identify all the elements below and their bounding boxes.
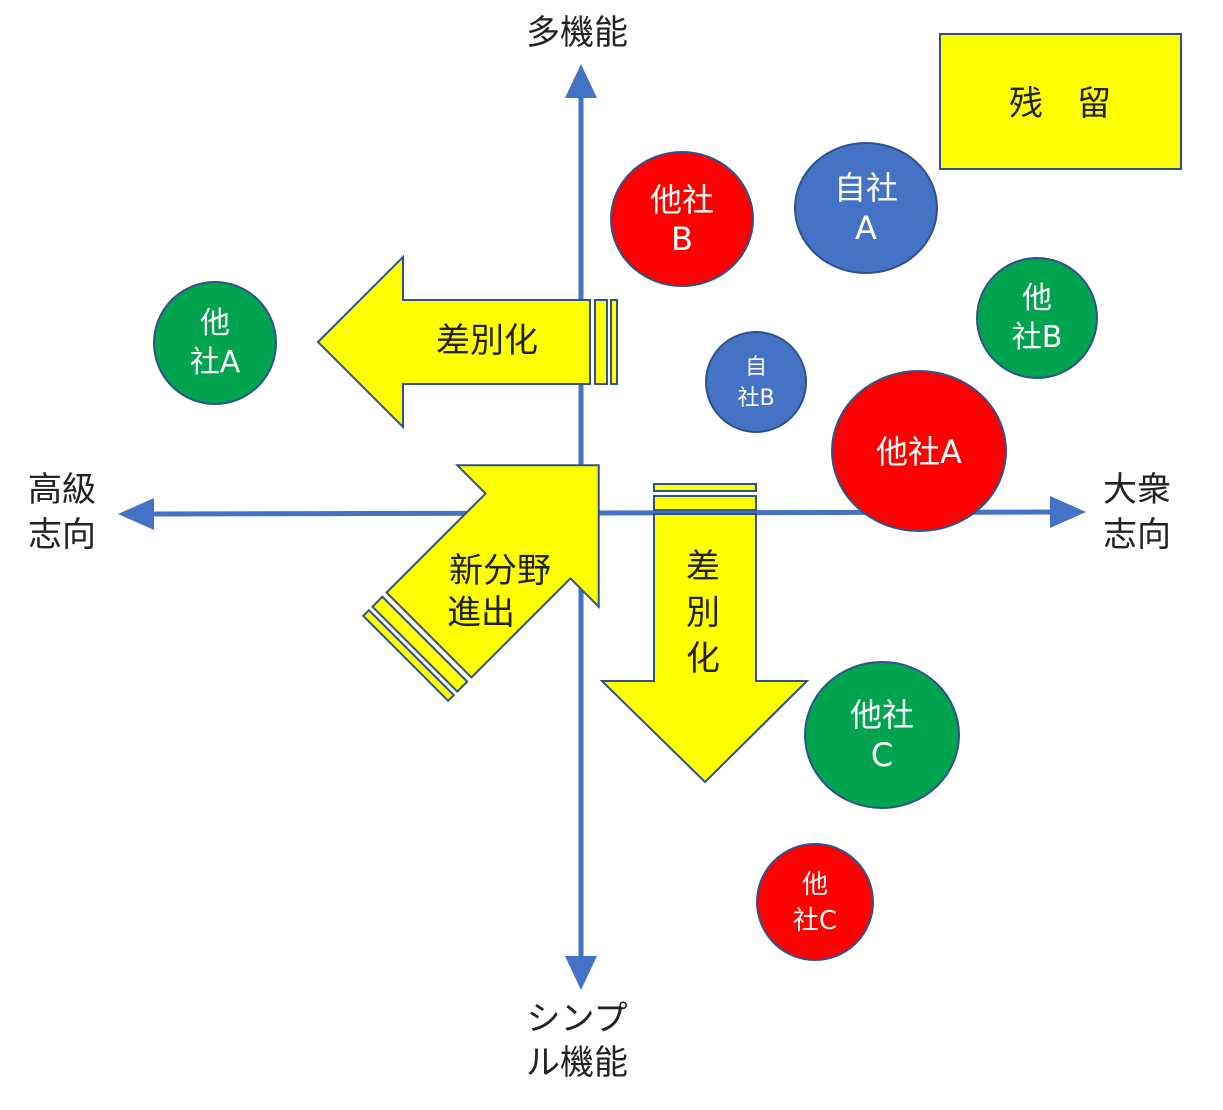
bubble-other-b-red-line-1: 他社 bbox=[650, 181, 714, 219]
status-box: 残 留 bbox=[939, 33, 1182, 170]
bubble-own-a: 自社 A bbox=[794, 142, 938, 274]
axis-label-left-2: 志向 bbox=[28, 515, 96, 555]
axis-label-right-1: 大衆 bbox=[1103, 470, 1171, 510]
bubble-other-a-green-shape bbox=[153, 281, 277, 405]
arrow-new-field-label-1: 新分野 bbox=[449, 551, 551, 591]
bubble-own-b-shape bbox=[705, 331, 807, 433]
bubble-other-c-green-line-2: C bbox=[871, 736, 893, 774]
arrow-differentiate-down-body bbox=[599, 513, 810, 784]
bubble-other-a-green: 他 社A bbox=[153, 281, 277, 405]
bubble-own-b: 自 社B bbox=[705, 331, 807, 433]
bubble-other-c-red-line-1: 他 bbox=[802, 870, 828, 900]
status-box-rect bbox=[939, 33, 1182, 170]
axis-label-left-1: 高級 bbox=[28, 470, 96, 510]
arrow-differentiate-down-label-3: 化 bbox=[686, 639, 720, 679]
arrow-new-field-stripe-2 bbox=[361, 608, 456, 703]
bubble-other-b-red-shape bbox=[610, 151, 754, 287]
bubble-other-a-green-line-1: 他 bbox=[200, 306, 230, 341]
arrow-differentiate-down: 差 別 化 bbox=[599, 483, 810, 784]
bubble-other-a-green-line-2: 社A bbox=[190, 345, 241, 380]
arrow-differentiate-left: 差別化 bbox=[316, 254, 618, 430]
bubble-other-c-green-shape bbox=[804, 661, 960, 809]
bubble-other-b-green-line-1: 他 bbox=[1022, 281, 1052, 316]
bubble-other-c-green: 他社 C bbox=[804, 661, 960, 809]
bubble-own-a-line-2: A bbox=[855, 209, 877, 247]
arrow-differentiate-down-stripe-2 bbox=[653, 495, 757, 511]
bubble-other-c-green-line-1: 他社 bbox=[850, 696, 914, 734]
arrow-new-field-label-2: 進出 bbox=[447, 593, 515, 633]
bubble-own-a-line-1: 自社 bbox=[834, 169, 898, 207]
arrow-differentiate-left-stripe-2 bbox=[610, 299, 618, 385]
arrow-new-field-stripe-1 bbox=[371, 595, 469, 693]
arrowhead-right bbox=[1050, 496, 1086, 528]
bubble-other-c-red-line-2: 社C bbox=[793, 906, 837, 936]
arrow-new-field-body bbox=[385, 464, 600, 679]
bubble-own-b-line-2: 社B bbox=[737, 386, 774, 411]
bubble-other-b-green-line-2: 社B bbox=[1012, 320, 1063, 355]
bubble-other-b-red: 他社 B bbox=[610, 151, 754, 287]
arrow-new-field bbox=[361, 464, 600, 703]
axis-label-bottom-1: シンプ bbox=[527, 999, 628, 1039]
bubble-own-b-line-1: 自 bbox=[745, 355, 767, 380]
bubble-other-a-red: 他社A bbox=[831, 370, 1007, 532]
arrow-differentiate-down-label-1: 差 bbox=[686, 547, 720, 587]
arrow-differentiate-down-stripe-1 bbox=[653, 483, 757, 492]
bubble-other-c-red-shape bbox=[756, 843, 874, 961]
arrowhead-down bbox=[565, 956, 597, 990]
status-box-label: 残 留 bbox=[1009, 84, 1111, 124]
axis-label-top: 多機能 bbox=[526, 13, 628, 53]
axis-label-bottom-2: ル機能 bbox=[526, 1043, 628, 1083]
bubble-other-b-red-line-2: B bbox=[671, 220, 693, 258]
bubble-other-b-green-shape bbox=[976, 257, 1098, 379]
bubble-other-c-red: 他 社C bbox=[756, 843, 874, 961]
arrow-differentiate-left-stripe-1 bbox=[594, 299, 608, 385]
bubble-other-b-green: 他 社B bbox=[976, 257, 1098, 379]
arrow-differentiate-down-label-2: 別 bbox=[686, 593, 720, 633]
arrow-differentiate-left-label: 差別化 bbox=[436, 321, 538, 361]
arrowhead-left bbox=[118, 498, 154, 530]
axis-label-right-2: 志向 bbox=[1103, 515, 1171, 555]
bubble-other-a-red-shape bbox=[831, 370, 1007, 532]
bubble-other-a-red-line-1: 他社A bbox=[876, 433, 962, 471]
arrowhead-up bbox=[565, 64, 597, 98]
arrow-differentiate-left-body bbox=[316, 254, 591, 430]
bubble-own-a-shape bbox=[794, 142, 938, 274]
